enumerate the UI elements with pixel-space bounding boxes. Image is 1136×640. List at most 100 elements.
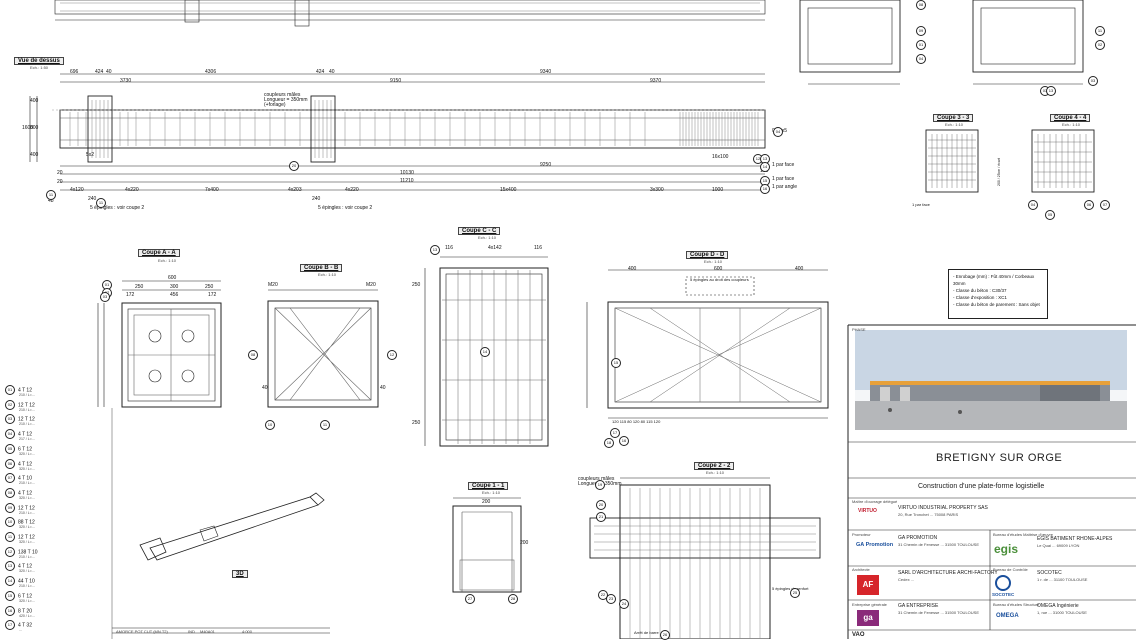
reference-bubble: 09: [916, 26, 926, 36]
reference-bubble: 13: [1046, 86, 1056, 96]
section-dd-title: Coupe D - D: [686, 251, 729, 259]
note-per-face-1: 1 par face: [772, 162, 795, 168]
section-44-scale: Ech.: 1:10: [1062, 122, 1081, 127]
reference-bubble: 04: [1028, 200, 1038, 210]
rebar-spec: 4 T 12: [18, 460, 32, 467]
rebar-length: 320 / L=...: [19, 569, 35, 574]
reference-bubble: 18: [604, 438, 614, 448]
section-33-scale: Ech.: 1:10: [945, 122, 964, 127]
cc-116b: 116: [534, 245, 542, 251]
dim-40a: 40: [106, 69, 112, 75]
section-33-title: Coupe 3 - 3: [933, 114, 974, 122]
dim-424a: 424: [95, 69, 104, 75]
s33-per-face: 1 par face: [912, 202, 930, 207]
rebar-mark-bubble: 11: [5, 532, 15, 542]
section-dd-drawing: [586, 269, 829, 419]
s11-200h: 200: [520, 540, 529, 546]
rebar-spec: 4 T 12: [18, 431, 32, 438]
owner-name: VIRTUO INDUSTRIAL PROPERTY SAS: [898, 505, 988, 511]
rebar-spec: 12 T 12: [18, 504, 35, 511]
dd-epingle-note: 5 épingles au droit des coupleurs: [690, 277, 749, 282]
rebar-length: 320 / L=...: [19, 495, 35, 500]
reference-bubble: 13: [430, 245, 440, 255]
cc-250b: 250: [412, 420, 421, 426]
reference-bubble: 25: [790, 588, 800, 598]
note-enrobage: - Enrobage (mm) : Fût 40mm / Corbeaux 30…: [953, 274, 1035, 286]
aa-dim-456: 456: [170, 292, 179, 298]
section-cc-scale: Ech.: 1:10: [478, 235, 497, 240]
dim-11210: 11210: [400, 178, 414, 184]
epingle-note-1: 5 épingles : voir coupe 2: [90, 205, 145, 211]
view-3d-drawing: [139, 492, 325, 561]
notes-box: - Enrobage (mm) : Fût 40mm / Corbeaux 30…: [948, 269, 1048, 319]
s33-vertical: 200 / 25cm / écart: [997, 157, 1002, 187]
ga-promotion-logo: GA Promotion: [856, 542, 894, 548]
section-11-title: Coupe 1 - 1: [468, 482, 509, 490]
dim-h400a: 400: [30, 98, 39, 104]
rebar-spec: 6 T 12: [18, 593, 32, 600]
archi-factory-logo: AF: [857, 575, 879, 595]
rebar-mark-bubble: 09: [5, 502, 15, 513]
moe-address: Le Quai ... 69009 LYON: [1037, 543, 1080, 548]
dim-h1600: 1600: [22, 125, 34, 131]
rebar-mark-bubble: 14: [5, 576, 15, 587]
rebar-spec: 138 T 10: [18, 549, 38, 556]
cc-4x142: 4x142: [488, 245, 502, 251]
bet-address: 1, rue ... 31000 TOULOUSE: [1037, 610, 1087, 615]
socotec-logo-mark: [995, 575, 1011, 591]
phase-label: PHASE: [852, 327, 866, 332]
rebar-spec: 6 T 12: [18, 446, 32, 453]
controle-address: 1 r. de ... 31100 TOULOUSE: [1037, 577, 1088, 582]
owner-address: 20, Rue Tronchet ... 75008 PARIS: [898, 512, 959, 517]
reference-bubble: 04: [773, 127, 783, 137]
promoteur-name: GA PROMOTION: [898, 535, 938, 541]
aa-dim-300: 300: [170, 284, 179, 290]
rebar-length: 210 / L=...: [19, 393, 35, 397]
note-per-angle: 1 par angle: [772, 184, 798, 190]
rebar-length: 217 / L=...: [19, 437, 35, 442]
bb-40a: 40: [262, 385, 268, 391]
ref-code: VAO: [852, 632, 865, 638]
rebar-mark-bubble: 12: [5, 546, 15, 557]
section-cc-drawing: [424, 256, 549, 447]
rebar-mark-bubble: 07: [5, 473, 15, 484]
reference-bubble: 17: [610, 428, 620, 438]
moe-name: EGIS BATIMENT RHONE-ALPES: [1037, 536, 1113, 542]
rebar-length: 210 / L=...: [19, 510, 35, 515]
reference-bubble: 11: [1095, 26, 1105, 36]
dim-1000: 1000: [712, 187, 724, 193]
rebar-spec: 12 T 12: [18, 534, 35, 541]
rebar-spec: 8 T 20: [18, 607, 32, 614]
reference-bubble: 11: [46, 190, 56, 200]
rebar-spec: 4 T 10: [18, 475, 32, 482]
section-bb-scale: Ech.: 1:10: [318, 272, 337, 277]
dim-4x203: 4x203: [288, 187, 302, 193]
coupleurs-note: coupleurs mâles Longueur = 350mm (+forla…: [264, 92, 308, 108]
dim-40b: 40: [329, 69, 335, 75]
section-22-drawing: [589, 477, 821, 639]
reference-bubble: 16: [619, 436, 629, 446]
project-subtitle: Construction d'une plate-forme logistiel…: [918, 483, 1045, 490]
top-view-title: Vue de dessus: [14, 57, 64, 65]
rebar-mark-bubble: 03: [5, 414, 15, 425]
dim-3x300: 3x300: [650, 187, 664, 193]
rebar-mark-bubble: 02: [5, 399, 15, 410]
dim-4x120: 4x120: [70, 187, 84, 193]
reference-bubble: 16: [760, 184, 770, 194]
dim-696: 696: [70, 69, 79, 75]
reference-bubble: 08: [248, 350, 258, 360]
dim-20b: 20: [57, 179, 63, 185]
rebar-spec: 12 T 12: [18, 402, 35, 409]
promoteur-address: 31 Chemin de Fenesse ... 31500 TOULOUSE: [898, 542, 980, 547]
rebar-length: 210 / L=...: [19, 554, 35, 559]
